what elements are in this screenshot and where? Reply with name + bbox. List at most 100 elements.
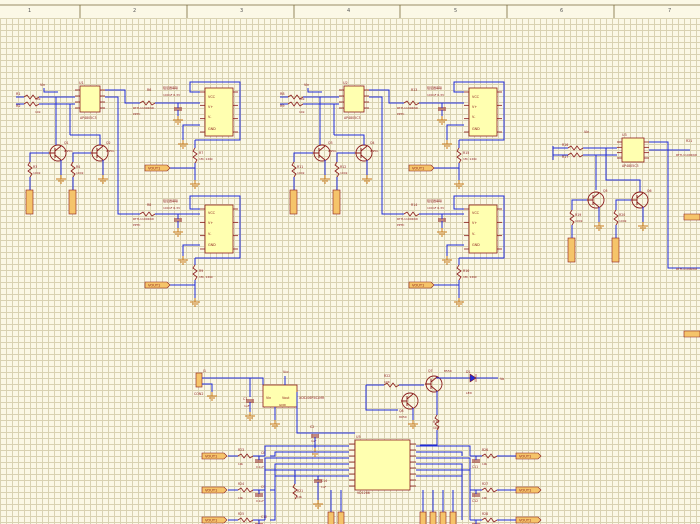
label: GND [472, 127, 480, 131]
capacitor [438, 107, 446, 111]
label: 10K [384, 380, 391, 384]
label: 阻尼器串联 [163, 198, 178, 203]
wire [453, 81, 505, 141]
label: 1M, 120k [199, 157, 213, 161]
label: R21 [686, 139, 692, 143]
wire [270, 451, 349, 457]
connector-plug [439, 511, 447, 524]
label: R8 [147, 203, 151, 207]
ic-body [468, 87, 498, 137]
label: U2 [343, 81, 348, 85]
label: RTH-1100R4D [676, 267, 698, 271]
resistor [139, 211, 156, 217]
zone-7: 7 [668, 8, 672, 14]
zone-6: 6 [560, 8, 564, 14]
ground-symbol [594, 222, 604, 231]
label: U5 [356, 435, 361, 439]
label: 10k [482, 462, 488, 466]
label: GND [208, 243, 216, 247]
label: 阻尼器串联 [427, 198, 442, 203]
label: U3 [622, 133, 627, 137]
label: RTH-1100R4D [676, 153, 698, 157]
resistor [237, 517, 254, 523]
ground-symbol [190, 298, 200, 307]
net-port [201, 516, 228, 524]
label: Vout [282, 396, 290, 400]
ground-symbol [454, 180, 464, 189]
label: Q2 [106, 141, 111, 145]
net-port [144, 164, 171, 172]
wire [416, 463, 463, 490]
wire [336, 152, 355, 162]
transistor-leads [49, 145, 62, 161]
resistor [27, 161, 33, 178]
wire [43, 88, 58, 93]
net-port [408, 164, 435, 172]
label: PPTC [397, 223, 404, 227]
label: V- [208, 232, 212, 236]
label: Q8 [399, 409, 404, 413]
label: Vcc [283, 370, 289, 374]
wire [605, 148, 641, 192]
resistor [70, 161, 76, 178]
net-port [515, 486, 542, 494]
label: R6 [147, 88, 151, 92]
power-connector [195, 372, 203, 388]
label: 100k [76, 171, 84, 175]
wire [264, 445, 349, 456]
label: 1uF [244, 404, 250, 408]
wire [416, 445, 471, 456]
capacitor [472, 459, 480, 463]
label: GND [279, 403, 287, 407]
label: 10k [35, 110, 41, 114]
resistor [383, 382, 400, 388]
label: 100nF 6.3V [163, 93, 181, 97]
ground-symbol [454, 298, 464, 307]
ic-body [204, 87, 234, 137]
ground-symbol [245, 412, 255, 421]
label: 1uF [321, 485, 327, 489]
label: 100k [33, 171, 41, 175]
wire [270, 463, 349, 491]
wire [189, 195, 241, 259]
label: R28 [482, 512, 488, 516]
label: VOUT1 [519, 455, 531, 459]
net-port [144, 281, 171, 289]
wire [446, 244, 464, 256]
label: GND [208, 127, 216, 131]
label: 100k [575, 219, 583, 223]
label: CON2 [194, 392, 203, 396]
resistor [287, 94, 304, 100]
led-diode [469, 373, 477, 383]
label: R27 [482, 482, 488, 486]
connector-plug [449, 511, 457, 524]
resistor [567, 152, 584, 158]
resistor [613, 209, 619, 226]
label: VOUT1 [205, 455, 217, 459]
wire [365, 385, 398, 411]
label: RTH-1100R4D [397, 106, 419, 110]
label: R22 [384, 374, 390, 378]
label: C14 [321, 479, 327, 483]
label: R16 [463, 269, 469, 273]
ic-body [468, 204, 498, 254]
label: VOUT1 [412, 167, 424, 171]
resistor [292, 483, 298, 500]
label: V+ [208, 221, 213, 225]
ground-symbol [173, 228, 183, 237]
connector-plug [68, 189, 77, 215]
label: 2N5ic [106, 149, 115, 153]
connector-plug [567, 237, 576, 263]
wire [296, 392, 355, 434]
label: 10k [238, 496, 244, 500]
ground-symbol [178, 140, 188, 149]
ground-symbol [207, 392, 217, 401]
label: VOUT1 [412, 284, 424, 288]
label: VCC [472, 211, 480, 215]
label: Vin [584, 130, 589, 134]
label: Q6 [647, 189, 652, 193]
ground-symbol [98, 175, 108, 184]
label: PPTC [397, 112, 404, 116]
wire [72, 152, 91, 162]
